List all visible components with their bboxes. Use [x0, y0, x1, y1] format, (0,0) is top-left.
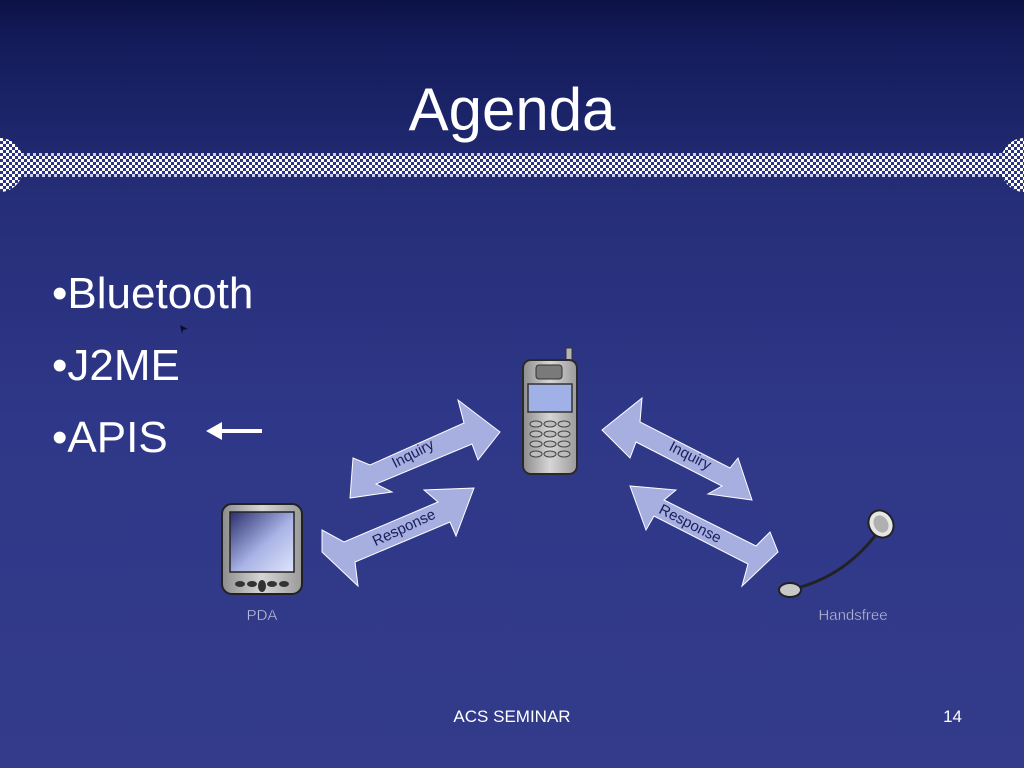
divider-left-cap [0, 138, 24, 192]
bullet-item: •Bluetooth [52, 269, 254, 318]
inquiry-arrow-right: Inquiry [601, 396, 753, 501]
slide-title: Agenda [408, 76, 616, 143]
phone-icon [522, 347, 578, 475]
inquiry-arrow-left: Inquiry [349, 398, 501, 499]
pda-icon [221, 503, 303, 595]
bullet-item: •J2ME [52, 341, 180, 390]
response-label-right: Response [656, 501, 724, 547]
left-arrow-icon [206, 422, 262, 440]
headset-icon [778, 509, 895, 598]
response-arrow-left: Response [321, 487, 475, 588]
page-number: 14 [943, 707, 962, 726]
bluetooth-diagram: Inquiry Response Inquiry Response PDA Ha… [221, 347, 895, 624]
response-arrow-right: Response [629, 485, 779, 588]
divider-right-cap [1000, 138, 1024, 192]
handsfree-label: Handsfree [818, 607, 887, 624]
pda-label: PDA [247, 607, 278, 624]
checkered-divider [0, 138, 1024, 192]
footer-title: ACS SEMINAR [453, 707, 571, 726]
bullet-list: •Bluetooth •J2ME •APIS [52, 258, 253, 474]
cursor-icon [180, 325, 188, 334]
bullet-item: •APIS [52, 413, 168, 462]
